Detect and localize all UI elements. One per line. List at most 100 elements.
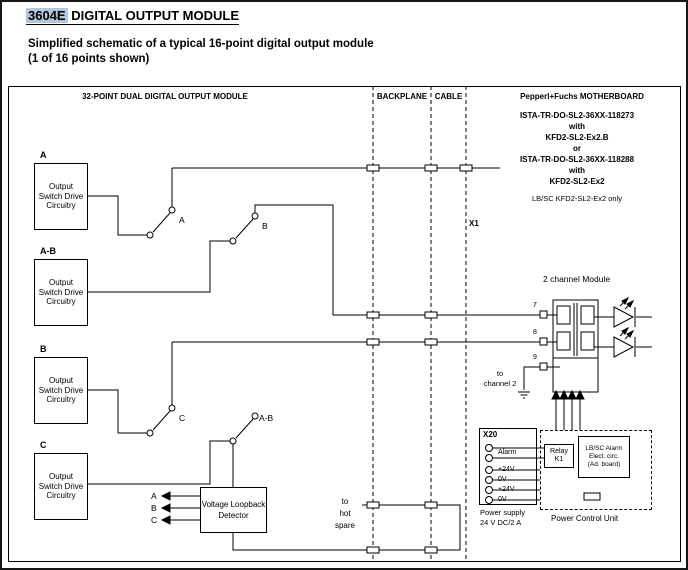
page-title: 3604E DIGITAL OUTPUT MODULE: [26, 8, 240, 25]
resistor-component: [583, 492, 601, 501]
title-text: DIGITAL OUTPUT MODULE: [71, 8, 240, 23]
lbsc-alarm-box: LB/SC Alarm Elect. circ. (Ad. board): [578, 436, 630, 478]
power-control-unit-label: Power Control Unit: [551, 514, 619, 523]
motherboard-model-1: ISTA-TR-DO-SL2-36XX-118273: [519, 111, 635, 120]
wire-power: [493, 469, 540, 501]
detector-input-c: C: [151, 515, 158, 525]
to-hot-spare-label: to hot spare: [330, 496, 360, 532]
section-label-a: A: [40, 150, 47, 160]
voltage-loopback-detector: Voltage Loopback Detector: [200, 487, 267, 533]
bus-terminal8: [171, 341, 540, 405]
coil-1a: [556, 305, 571, 325]
lbsc-line2: Elect. circ.: [589, 453, 619, 460]
switch-ab-arm: [235, 418, 254, 439]
x20-terminal-0v-1: 0V: [498, 476, 507, 483]
relay-k1-box: Relay K1: [544, 444, 574, 468]
module-outline: [552, 299, 599, 393]
coil-2b: [580, 331, 595, 351]
arrow-det-c: [160, 515, 171, 525]
motherboard-kfd-2: KFD2-SL2-Ex2: [549, 177, 605, 186]
power-control-unit-outline: [540, 430, 652, 510]
x1-connector-label: X1: [469, 219, 479, 228]
detector-input-lines: [168, 495, 200, 521]
subtitle-line2: (1 of 16 points shown): [28, 53, 150, 65]
motherboard-with-2: with: [569, 166, 585, 175]
coil-2a: [556, 331, 571, 351]
drive-box-c: Output Switch Drive Circuitry: [34, 453, 88, 520]
arrow-up-4: [575, 389, 585, 400]
to-channel-2-line1: to: [496, 369, 504, 378]
terminal-9: 9: [533, 354, 537, 361]
column-header-backplane: BACKPLANE: [376, 92, 428, 101]
arrow-up-1: [551, 389, 561, 400]
power-supply-line1: Power supply: [480, 508, 526, 517]
hot-spare-line2: hot: [339, 509, 351, 518]
wire-power-verticals: [555, 397, 581, 430]
section-label-ab: A-B: [40, 246, 56, 256]
coil-1b: [580, 305, 595, 325]
ground-symbol: [518, 391, 530, 399]
two-channel-module-label: 2 channel Module: [543, 274, 611, 284]
lbsc-line1: LB/SC Alarm: [585, 445, 623, 452]
switch-label-a: A: [179, 215, 185, 225]
switch-label-c: C: [179, 413, 186, 423]
drive-box-b: Output Switch Drive Circuitry: [34, 357, 88, 424]
motherboard-model-2: ISTA-TR-DO-SL2-36XX-118288: [519, 155, 635, 164]
schematic-frame: [8, 86, 681, 562]
bus-top-x1: [171, 167, 500, 207]
switch-label-ab: A-B: [259, 413, 274, 423]
x20-terminal-24v-2: +24V: [498, 486, 515, 493]
hot-spare-line1: to: [341, 497, 349, 506]
x20-alarm-label: Alarm: [498, 449, 517, 456]
column-header-output-module: 32-POINT DUAL DIGITAL OUTPUT MODULE: [82, 92, 248, 101]
terminal-7: 7: [533, 302, 537, 309]
drive-box-a: Output Switch Drive Circuitry: [34, 163, 88, 230]
to-channel-2-label: to channel 2: [478, 369, 522, 388]
x20-title: X20: [483, 430, 498, 439]
arrow-det-b: [160, 503, 171, 513]
section-label-c: C: [40, 440, 47, 450]
part-number-highlight: 3604E: [26, 8, 68, 23]
x20-terminal-block: [479, 428, 537, 505]
drive-box-ab: Output Switch Drive Circuitry: [34, 259, 88, 326]
column-header-motherboard: Pepperl+Fuchs MOTHERBOARD: [520, 92, 644, 101]
thyristor-ch1: [613, 306, 635, 328]
wire-driveB: [88, 389, 147, 434]
thyristor-ch2: [613, 336, 635, 358]
power-supply-line2: 24 V DC/2 A: [480, 518, 522, 527]
terminal-stubs: [523, 314, 560, 390]
x20-terminal-circles: [485, 444, 493, 504]
arrow-up-2: [559, 389, 569, 400]
switch-b-arm: [235, 218, 254, 239]
arrow-up-3: [567, 389, 577, 400]
motherboard-with-1: with: [569, 122, 585, 131]
wire-alarm: [493, 447, 544, 459]
switch-label-b: B: [262, 221, 268, 231]
switch-c-arm: [152, 410, 171, 431]
relay-label-line1: Relay: [550, 448, 568, 455]
relay-label-line2: K1: [554, 456, 564, 463]
module-terminal-squares: [539, 310, 548, 371]
terminal-8: 8: [533, 329, 537, 336]
wire-driveA: [88, 195, 147, 236]
switch-a-arm: [152, 212, 171, 233]
x20-terminal-24v-1: +24V: [498, 466, 515, 473]
wire-driveAB: [88, 240, 230, 293]
to-channel-2-line2: channel 2: [483, 378, 517, 388]
motherboard-kfd-1: KFD2-SL2-Ex2.B: [545, 133, 609, 142]
section-label-b: B: [40, 344, 47, 354]
lbsc-line3: (Ad. board): [587, 461, 621, 468]
subtitle-line1: Simplified schematic of a typical 16-poi…: [28, 38, 374, 50]
motherboard-note: LB/SC KFD2-SL2-Ex2 only: [531, 194, 623, 203]
wire-driveC: [88, 440, 230, 485]
detector-input-a: A: [151, 491, 157, 501]
switch-contacts: [146, 206, 259, 445]
motherboard-or: or: [573, 144, 581, 153]
motherboard-models: ISTA-TR-DO-SL2-36XX-118273 with KFD2-SL2…: [477, 110, 677, 203]
isolation-barrier: [553, 303, 598, 359]
arrow-det-a: [160, 491, 171, 501]
column-header-cable: CABLE: [434, 92, 463, 101]
connector-blocks: [366, 164, 473, 554]
